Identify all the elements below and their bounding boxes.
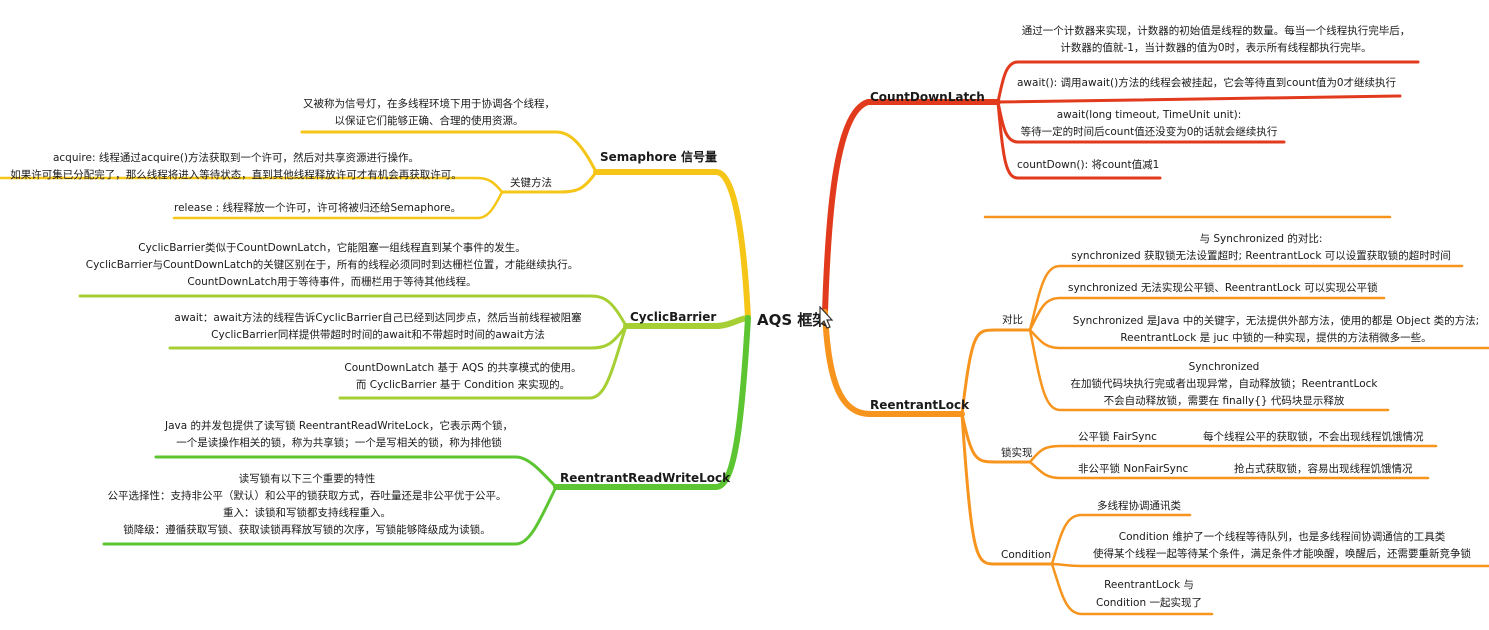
- cb-await-line1: await：await方法的线程告诉CyclicBarrier自己已经到达同步点…: [174, 312, 582, 324]
- cb-await-line2: CyclicBarrier同样提供带超时时间的await和不带超时时间的awai…: [211, 329, 545, 341]
- rl-compare-3-line2: ReentrantLock 是 juc 中锁的一种实现，提供的方法稍微多一些。: [1120, 332, 1432, 344]
- rrwl-desc-line1: Java 的并发包提供了读写锁 ReentrantReadWriteLock，它…: [165, 420, 513, 432]
- cdl-await: await(): 调用await()方法的线程会被挂起，它会等待直到count值…: [1017, 77, 1397, 89]
- rl-compare-2: synchronized 无法实现公平锁、ReentrantLock 可以实现公…: [1068, 282, 1378, 294]
- rl-fair-sync-desc: 每个线程公平的获取锁，不会出现线程饥饿情况: [1203, 431, 1424, 443]
- reentrantlock-node[interactable]: ReentrantLock: [870, 398, 970, 412]
- semaphore-node[interactable]: Semaphore 信号量: [600, 150, 717, 164]
- rl-impl-node[interactable]: 锁实现: [1001, 447, 1033, 459]
- rrwl-desc-line2: 一个是读操作相关的锁，称为共享锁；一个是写相关的锁，称为排他锁: [176, 437, 502, 449]
- rl-fair-sync: 公平锁 FairSync: [1078, 431, 1157, 443]
- rrwl-feature-title: 读写锁有以下三个重要的特性: [238, 473, 376, 485]
- rl-condition-desc3-line2: Condition 一起实现了: [1096, 597, 1202, 609]
- cb-compare-line2: 而 CyclicBarrier 基于 Condition 来实现的。: [355, 379, 571, 391]
- rl-condition-desc3-line1: ReentrantLock 与: [1104, 579, 1194, 591]
- semaphore-keymethods-node[interactable]: 关键方法: [510, 177, 552, 189]
- rrwl-feature-reentrant: 重入：读锁和写锁都支持线程重入。: [223, 507, 391, 519]
- cdl-trunk: [822, 99, 1001, 315]
- cb-desc-line3: CountDownLatch用于等待事件，而栅栏用于等待其他线程。: [187, 276, 477, 288]
- rl-nonfair-sync-desc: 抢占式获取锁，容易出现线程饥饿情况: [1234, 463, 1413, 475]
- semaphore-release: release : 线程释放一个许可，许可将被归还给Semaphore。: [174, 202, 462, 214]
- cdl-countdown: countDown(): 将count值减1: [1017, 159, 1160, 171]
- cb-compare-line1: CountDownLatch 基于 AQS 的共享模式的使用。: [344, 362, 582, 374]
- cdl-await-timeout-line1: await(long timeout, TimeUnit unit):: [1056, 109, 1242, 121]
- semaphore-desc-line2: 以保证它们能够正确、合理的使用资源。: [334, 115, 524, 127]
- semaphore-branches: [0, 130, 751, 321]
- countdownlatch-node[interactable]: CountDownLatch: [870, 90, 985, 104]
- reentrantlock-branches: [822, 215, 1489, 616]
- rl-condition-desc1: 多线程协调通讯类: [1097, 500, 1181, 512]
- rl-compare-1-line1: 与 Synchronized 的对比:: [1199, 233, 1323, 245]
- rl-nonfair-sync: 非公平锁 NonFairSync: [1078, 463, 1189, 475]
- rrwl-node[interactable]: ReentrantReadWriteLock: [560, 471, 731, 485]
- root-node-title: AQS 框架: [757, 311, 828, 329]
- rrwl-feature-downgrade: 锁降级：遵循获取写锁、获取读锁再释放写锁的次序，写锁能够降级成为读锁。: [123, 524, 491, 536]
- cb-desc-line2: CyclicBarrier与CountDownLatch的关键区别在于，所有的线…: [85, 259, 579, 271]
- cb-desc-line1: CyclicBarrier类似于CountDownLatch，它能阻塞一组线程直…: [138, 242, 526, 254]
- countdownlatch-branches: [822, 60, 1420, 315]
- rrwl-branches: [102, 315, 751, 546]
- rl-condition-node[interactable]: Condition: [1001, 549, 1052, 561]
- semaphore-desc-line1: 又被称为信号灯，在多线程环境下用于协调各个线程，: [303, 98, 555, 110]
- rl-compare-node[interactable]: 对比: [1002, 314, 1023, 326]
- rl-condition-desc2-line1: Condition 维护了一个线程等待队列，也是多线程间协调通信的工具类: [1118, 531, 1446, 543]
- cdl-await-timeout-line2: 等待一定的时间后count值还没变为0的话就会继续执行: [1020, 126, 1278, 138]
- rl-compare-1-line2: synchronized 获取锁无法设置超时; ReentrantLock 可以…: [1071, 250, 1451, 262]
- semaphore-acquire-line1: acquire: 线程通过acquire()方法获取到一个许可，然后对共享资源进…: [52, 152, 420, 164]
- rl-compare-4-line2: 在加锁代码块执行完或者出现异常，自动释放锁；ReentrantLock: [1070, 378, 1378, 390]
- rrwl-feature-fair: 公平选择性：支持非公平（默认）和公平的锁获取方式，吞吐量还是非公平优于公平。: [107, 490, 507, 502]
- cdl-desc-line2: 计数器的值就-1，当计数器的值为0时，表示所有线程都执行完毕。: [1060, 42, 1372, 54]
- rl-compare-3-line1: Synchronized 是Java 中的关键字，无法提供外部方法，使用的都是 …: [1072, 315, 1480, 327]
- mouse-pointer-icon: [819, 306, 834, 329]
- rl-compare-4-line1: Synchronized: [1188, 361, 1260, 373]
- semaphore-acquire-line2: 如果许可集已分配完了，那么线程将进入等待状态，直到其他线程释放许可才有机会再获取…: [10, 169, 462, 181]
- cyclicbarrier-node[interactable]: CyclicBarrier: [630, 310, 717, 324]
- rl-condition-desc2-line2: 使得某个线程一起等待某个条件，满足条件才能唤醒，唤醒后，还需要重新竞争锁: [1093, 548, 1471, 560]
- rl-compare-4-line3: 不会自动释放锁，需要在 finally{} 代码块显示释放: [1103, 395, 1345, 407]
- cdl-desc-line1: 通过一个计数器来实现，计数器的初始值是线程的数量。每当一个线程执行完毕后，: [1021, 25, 1411, 37]
